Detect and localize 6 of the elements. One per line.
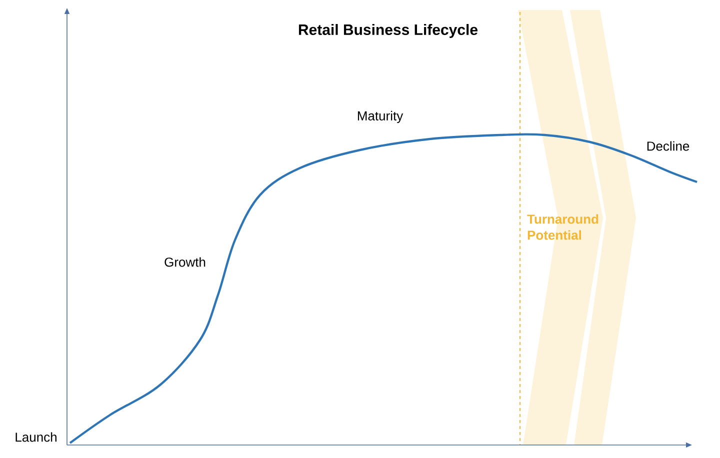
- stage-label: Launch: [16, 432, 56, 442]
- chart-title: Retail Business Lifecycle: [298, 24, 478, 38]
- stage-label: Decline: [647, 141, 690, 151]
- stage-label: Turnaround Potential: [527, 214, 598, 240]
- stage-label: Maturity: [358, 110, 404, 124]
- stage-label: Growth: [164, 257, 206, 267]
